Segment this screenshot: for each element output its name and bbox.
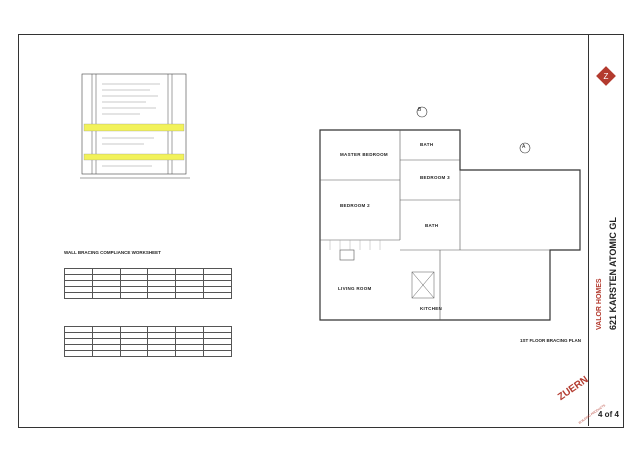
svg-text:Z: Z <box>604 72 609 81</box>
room-living-room: LIVING ROOM <box>338 286 372 291</box>
room-bath: BATH <box>425 223 439 228</box>
drawing-sheet <box>18 34 624 428</box>
wall-section-detail <box>80 73 190 179</box>
plan-title: 1ST FLOOR BRACING PLAN <box>520 338 582 343</box>
compliance-title: WALL BRACING COMPLIANCE WORKSHEET <box>64 250 161 255</box>
sheet-total: 4 <box>614 410 619 419</box>
sheet-index: 4 <box>598 410 603 419</box>
title-block <box>588 34 623 426</box>
floor-plan <box>319 106 581 321</box>
room-kitchen: KITCHEN <box>420 306 443 311</box>
room-master-bedroom: MASTER BEDROOM <box>340 152 388 157</box>
sheet-number: 4 of 4 <box>598 410 619 419</box>
bracing-table-1 <box>64 268 232 299</box>
room-bath-top: BATH <box>420 142 434 147</box>
grid-marker-b: B <box>418 107 422 113</box>
bracing-table-2 <box>64 326 232 357</box>
grid-marker-a: A <box>522 144 526 150</box>
project-address: 621 KARSTEN ATOMIC GL <box>608 217 618 330</box>
room-bedroom-2: BEDROOM 2 <box>340 203 370 208</box>
builder-name: VALOR HOMES <box>596 278 603 330</box>
company-logo-icon: Z <box>596 66 616 86</box>
room-bedroom-3: BEDROOM 3 <box>420 175 450 180</box>
